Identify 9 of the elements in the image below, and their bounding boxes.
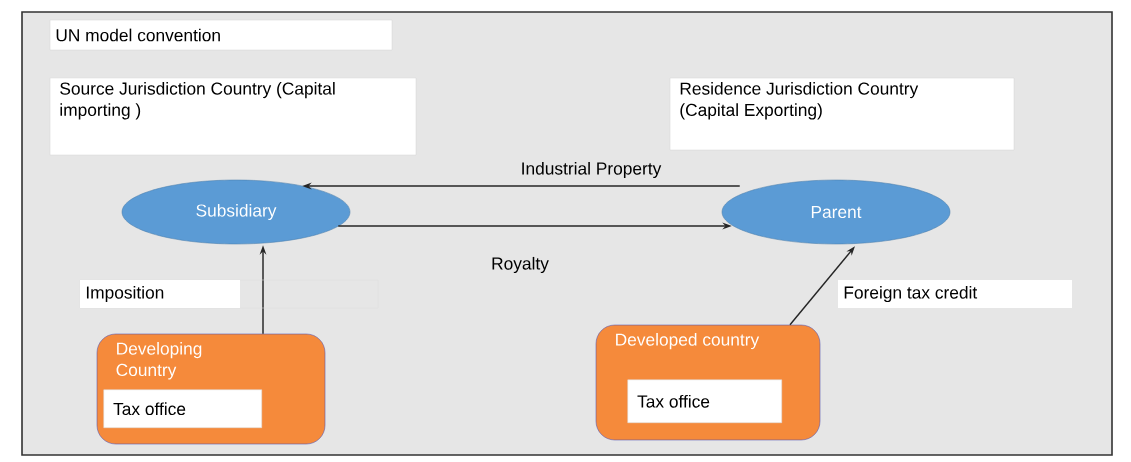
edge-label: Industrial Property [522, 161, 662, 179]
edge-label: Royalty [492, 256, 549, 274]
text-box: Tax office [627, 379, 782, 423]
text-box: Tax office [103, 389, 262, 428]
text-box: Source Jurisdiction Country (Capital importing ) [49, 77, 417, 156]
text-box: Foreign tax credit [838, 280, 1072, 308]
text-box: Residence Jurisdiction Country (Capital Exporting) [669, 77, 1015, 151]
text-box: Imposition [80, 280, 240, 308]
text-box: UN model convention [49, 19, 393, 51]
